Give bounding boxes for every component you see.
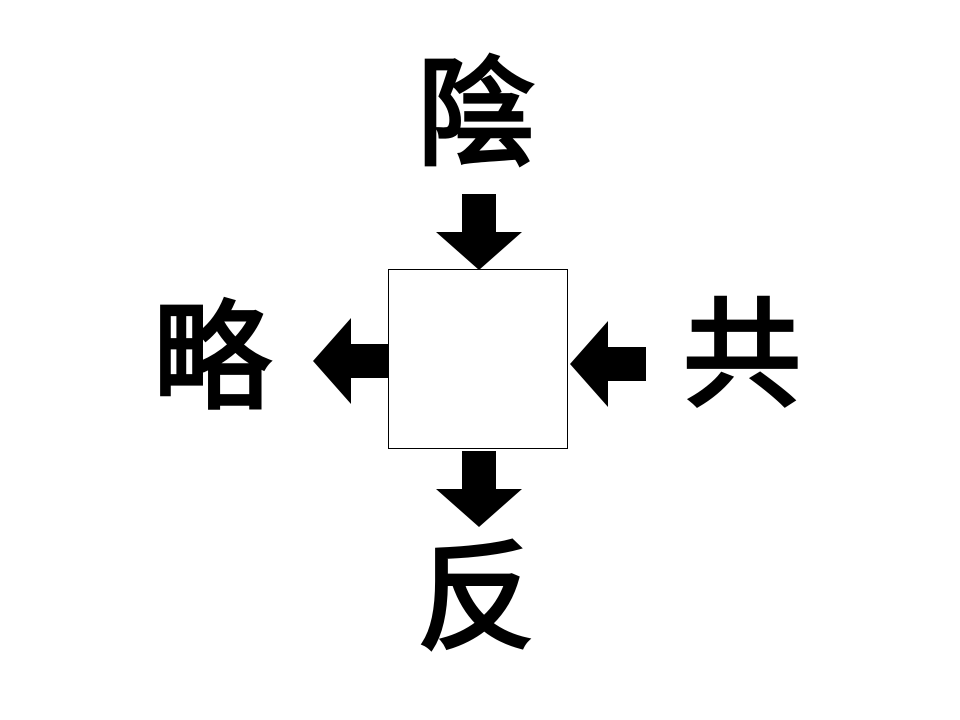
left-kanji: 略: [152, 289, 271, 427]
left-arrow-icon: [570, 321, 646, 407]
answer-box[interactable]: [388, 269, 568, 449]
down-arrow-icon: [436, 194, 522, 270]
right-kanji: 共: [682, 286, 801, 424]
bottom-kanji: 反: [416, 529, 535, 667]
down-arrow-icon: [436, 451, 522, 527]
top-kanji: 陰: [416, 45, 535, 183]
left-arrow-icon: [313, 318, 389, 404]
